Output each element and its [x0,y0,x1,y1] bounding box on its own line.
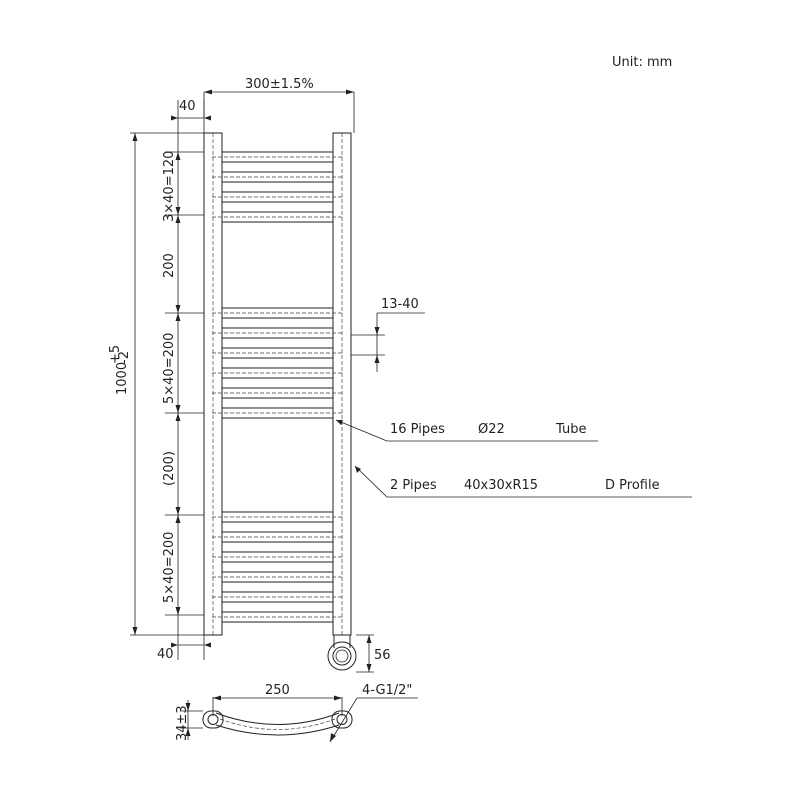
bottom-offset-label: 40 [157,647,174,662]
pipe-spacing-dimension: 13-40 [351,297,425,372]
depth-label: 34±3 [175,705,190,741]
height-total-label: 1000 [115,362,130,395]
group-bottom-label: 5×40=200 [162,532,177,603]
top-offset-dimension: 40 [171,99,211,133]
centers-label: 250 [265,683,290,698]
gap-upper-label: 200 [162,253,177,278]
tube [212,211,343,223]
pipe-spacing-label: 13-40 [381,297,419,312]
tube [212,571,343,583]
tube [212,387,343,399]
tube-type-label: Tube [555,422,586,437]
profile-type-label: D Profile [605,478,660,493]
profile-size-label: 40x30xR15 [464,478,538,493]
tube [212,327,343,339]
tube-count-label: 16 Pipes [390,422,445,437]
tube [212,307,343,319]
tube [212,151,343,163]
tube [212,191,343,203]
width-dimension: 300±1.5% [203,77,355,133]
profile-count-label: 2 Pipes [390,478,437,493]
width-total-label: 300±1.5% [245,77,314,92]
tube [212,611,343,623]
gap-lower-label: (200) [162,451,177,486]
valve-depth-label: 56 [374,648,391,663]
tube [212,347,343,359]
tube [212,511,343,523]
plan-view: 250 34±3 4-G1/2" [175,683,418,743]
height-tol-minus: -2 [117,351,132,364]
tube [212,171,343,183]
unit-label: Unit: mm [612,55,672,70]
valve-depth-dimension: 56 [356,634,391,673]
group-middle-label: 5×40=200 [162,333,177,404]
tube [212,407,343,419]
profile-callout: 2 Pipes 40x30xR15 D Profile [354,465,692,498]
height-tol-plus: +5 [108,345,123,364]
tube-size-label: Ø22 [478,422,505,437]
bottom-offset-dimension: 40 [157,635,211,662]
tube [212,531,343,543]
tube [212,591,343,603]
horizontal-tubes [212,151,343,623]
tube [212,551,343,563]
top-offset-label: 40 [179,99,196,114]
height-dimension: 1000 +5 -2 [108,132,204,636]
group-top-label: 3×40=120 [162,151,177,222]
right-side-profile [332,132,352,636]
tube [212,367,343,379]
tube-callout: 16 Pipes Ø22 Tube [335,419,598,442]
left-side-profile [203,132,223,636]
segment-dimensions: 3×40=120 200 5×40=200 (200) 5×40=200 [162,133,204,635]
fitting-label: 4-G1/2" [362,683,412,698]
valve-fitting [327,635,357,671]
